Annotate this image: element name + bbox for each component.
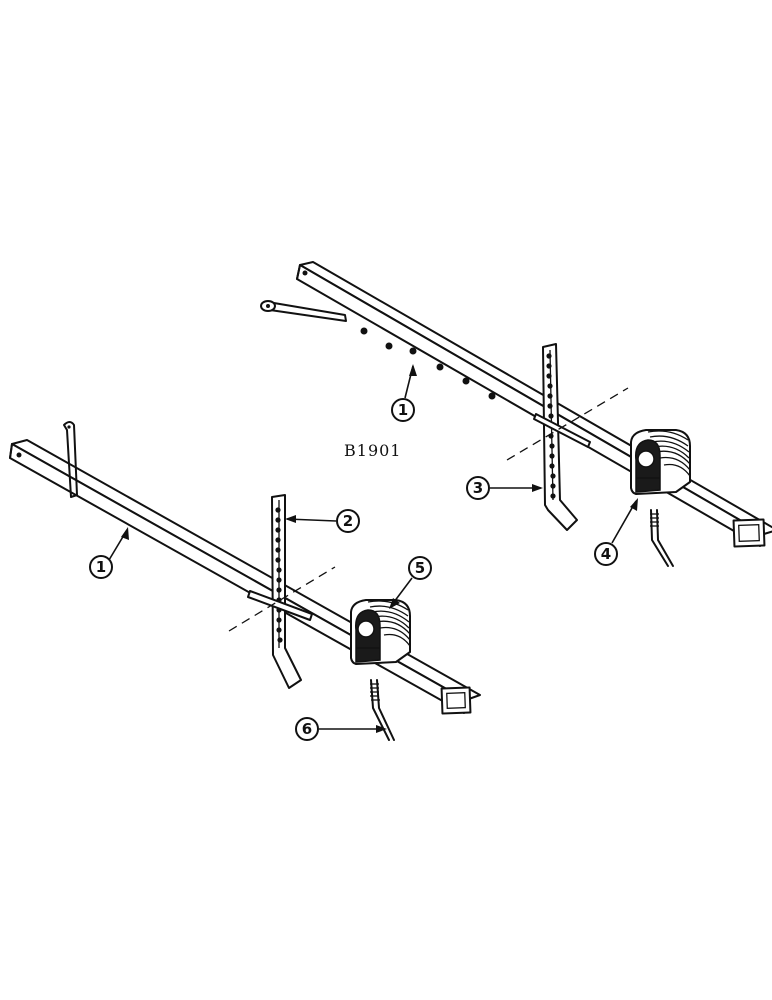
- callout-6-number: 6: [302, 720, 312, 738]
- lower-tube-bar: [9, 439, 481, 715]
- lower-clamp-block: [350, 599, 411, 665]
- figure-label: B1901: [344, 441, 401, 460]
- lower-l-bolt: [370, 679, 395, 741]
- callout-4-number: 4: [601, 545, 611, 563]
- lower-standard-bar: [247, 494, 313, 689]
- upper-tube-bar: [296, 261, 772, 548]
- upper-assembly: [260, 261, 772, 567]
- lower-center-line: [228, 566, 336, 632]
- callout-1-lower-number: 1: [96, 558, 106, 576]
- upper-clamp-block: [630, 429, 691, 495]
- upper-standard-bar: [533, 343, 591, 531]
- callout-1-upper-number: 1: [398, 401, 408, 419]
- callout-1-lower: 1: [89, 527, 129, 579]
- callout-2-number: 2: [343, 512, 353, 530]
- callout-4: 4: [594, 498, 638, 566]
- upper-l-bolt: [650, 509, 674, 567]
- callout-5: 5: [389, 556, 432, 609]
- lower-hitch-rod: [63, 421, 78, 498]
- callout-6: 6: [295, 717, 387, 741]
- upper-hitch-rod: [260, 300, 347, 322]
- callout-2: 2: [285, 509, 360, 533]
- lower-assembly: [9, 421, 481, 741]
- upper-center-line: [506, 387, 629, 461]
- callout-3-number: 3: [473, 479, 483, 497]
- callout-1-upper: 1: [391, 364, 417, 422]
- callout-3: 3: [466, 476, 543, 500]
- callout-5-number: 5: [415, 559, 425, 577]
